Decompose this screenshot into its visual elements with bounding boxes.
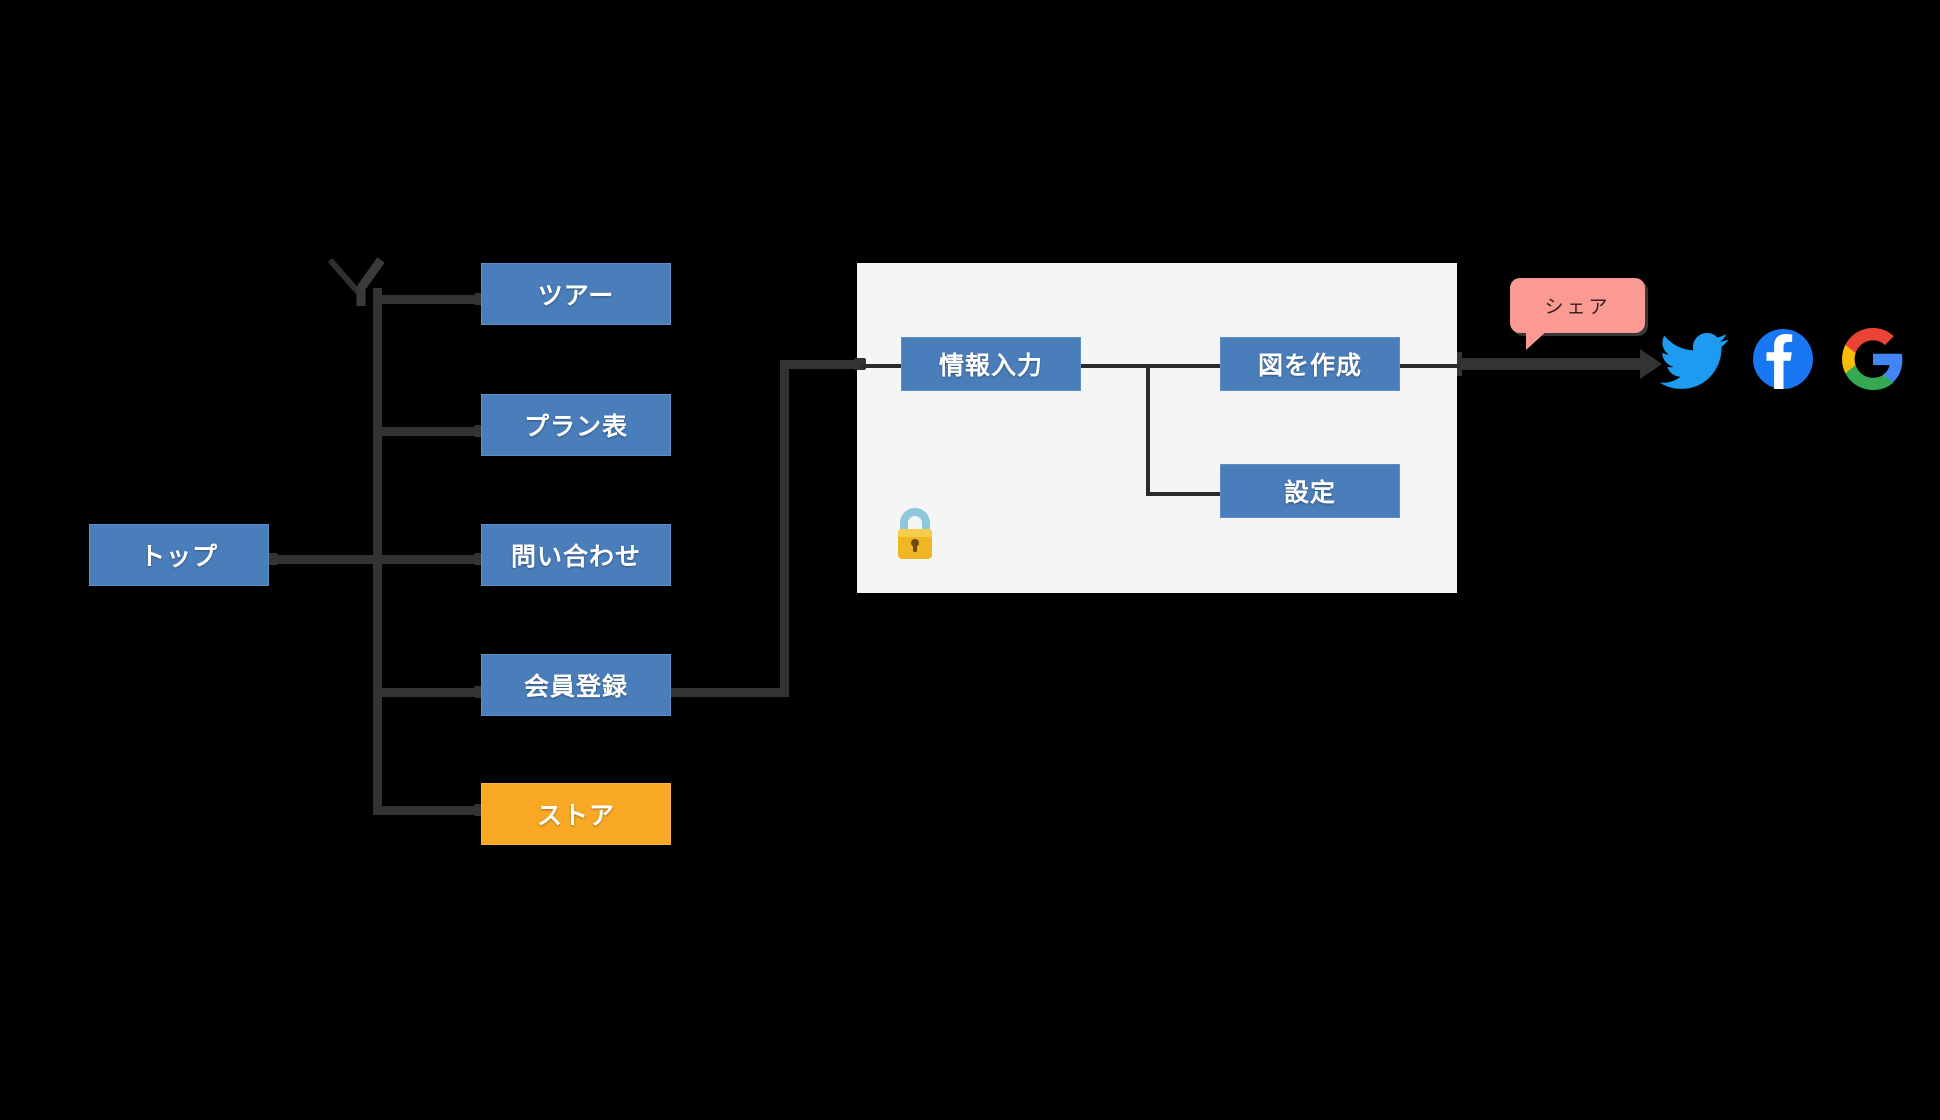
connector-entry-stub [860,364,901,368]
connector-trunk [373,288,382,815]
node-plan[interactable]: プラン表 [479,392,673,458]
node-input-info-label: 情報入力 [938,352,1043,380]
node-signup-label: 会員登録 [523,673,628,701]
node-settings-label: 設定 [1283,479,1336,507]
connector-branch-signup [373,688,483,697]
connector-input-to-split [1080,364,1148,368]
share-bubble-label: シェア [1544,297,1611,318]
lock-icon [890,505,940,563]
node-top[interactable]: トップ [87,522,271,588]
connector-branch-plan [373,427,483,436]
google-icon[interactable] [1842,328,1904,390]
connector-create-to-arrow [1400,364,1460,368]
connector-signup-to-flow-v [780,360,789,692]
share-bubble-tail [1526,330,1548,350]
node-signup[interactable]: 会員登録 [479,652,673,718]
connector-split-to-create [1146,364,1220,368]
node-create-diagram-label: 図を作成 [1257,352,1362,380]
arrow-head-to-social [1640,349,1662,379]
node-input-info[interactable]: 情報入力 [899,335,1083,393]
node-tour[interactable]: ツアー [479,261,673,327]
node-store[interactable]: ストア [479,781,673,847]
node-contact-label: 問い合わせ [510,543,641,571]
connector-signup-to-flow-h2 [780,360,860,369]
node-plan-label: プラン表 [523,413,628,441]
connector-branch-store [373,806,483,815]
node-top-label: トップ [139,543,218,571]
connector-root-to-trunk [268,555,378,564]
arrow-shaft-to-social [1460,358,1645,370]
stray-pointer-mark [325,250,395,310]
node-create-diagram[interactable]: 図を作成 [1218,335,1402,393]
twitter-icon[interactable] [1659,330,1732,392]
connector-branch-tour [373,295,483,304]
connector-endpoint-root [266,553,278,565]
connector-split-vertical [1146,364,1150,495]
flow-panel [857,263,1457,593]
connector-signup-to-flow-h1 [671,688,789,697]
node-store-label: ストア [536,802,615,830]
connector-branch-contact [373,555,483,564]
facebook-icon[interactable] [1752,328,1814,390]
connector-split-to-settings [1146,492,1220,496]
node-tour-label: ツアー [537,282,615,310]
node-contact[interactable]: 問い合わせ [479,522,673,588]
share-bubble[interactable]: シェア [1510,278,1645,350]
node-settings[interactable]: 設定 [1218,462,1402,520]
